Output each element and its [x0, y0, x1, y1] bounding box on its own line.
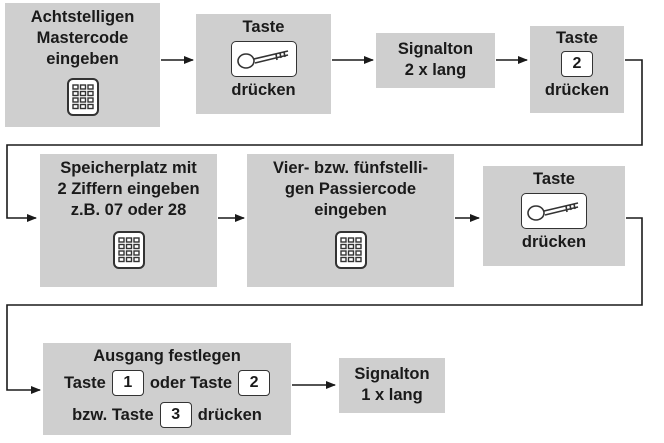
- step-2-title: Taste: [242, 18, 285, 36]
- step-7-press-key: Taste drücken: [483, 166, 625, 266]
- step-6-enter-passcode: Vier- bzw. fünfstelli- gen Passiercode e…: [247, 154, 454, 287]
- step-4-press-key-2: Taste 2 drücken: [530, 26, 624, 113]
- step-8-set-output: Ausgang festlegen Taste 1 oder Taste 2 b…: [43, 343, 291, 435]
- connector-4-5: [6, 59, 643, 222]
- step-3-signal-tone: Signalton 2 x lang: [376, 33, 495, 88]
- step-9-line-2: 1 x lang: [361, 386, 423, 404]
- step-6-line-2: gen Passiercode: [284, 180, 417, 198]
- key-button-3: 3: [159, 402, 192, 428]
- step-5-line-2: 2 Ziffern eingeben: [57, 180, 200, 198]
- step-8-word-taste: Taste: [63, 373, 106, 392]
- step-8-row-1: Taste 1 oder Taste 2: [63, 370, 271, 396]
- step-6-line-1: Vier- bzw. fünfstelli-: [273, 159, 428, 177]
- step-8-word-oder-taste: oder Taste: [149, 373, 233, 392]
- step-6-line-3: eingeben: [314, 201, 387, 219]
- step-7-action: drücken: [521, 233, 587, 251]
- connector-7-8: [6, 217, 643, 394]
- keypad-icon: [334, 231, 367, 269]
- key-icon: [521, 193, 587, 229]
- step-8-row-2: bzw. Taste 3 drücken: [72, 402, 262, 428]
- step-9-line-1: Signalton: [354, 365, 430, 383]
- keypad-icon: [66, 78, 99, 116]
- step-8-word-bzw-taste: bzw. Taste: [72, 405, 154, 424]
- step-1-line-3: eingeben: [46, 50, 119, 68]
- step-5-enter-slot: Speicherplatz mit 2 Ziffern eingeben z.B…: [40, 154, 217, 287]
- step-5-line-3: z.B. 07 oder 28: [70, 201, 187, 219]
- step-3-line-1: Signalton: [397, 40, 474, 58]
- key-button-1: 1: [111, 370, 144, 396]
- step-4-action: drücken: [544, 81, 610, 99]
- step-4-title: Taste: [556, 29, 598, 47]
- step-9-signal-tone: Signalton 1 x lang: [339, 358, 445, 413]
- step-1-line-2: Mastercode: [36, 29, 129, 47]
- step-2-press-key: Taste drücken: [196, 14, 331, 114]
- key-button-2: 2: [238, 370, 271, 396]
- step-3-line-2: 2 x lang: [404, 61, 467, 79]
- step-8-action: drücken: [197, 405, 262, 424]
- step-2-action: drücken: [231, 81, 296, 99]
- step-5-line-1: Speicherplatz mit: [60, 159, 197, 177]
- step-8-title: Ausgang festlegen: [93, 347, 241, 365]
- step-7-title: Taste: [533, 170, 575, 188]
- step-1-enter-mastercode: Achtstelligen Mastercode eingeben: [5, 3, 160, 127]
- key-button-2: 2: [561, 51, 593, 77]
- step-1-line-1: Achtstelligen: [30, 8, 135, 26]
- keypad-icon: [112, 231, 145, 269]
- key-icon: [230, 41, 297, 77]
